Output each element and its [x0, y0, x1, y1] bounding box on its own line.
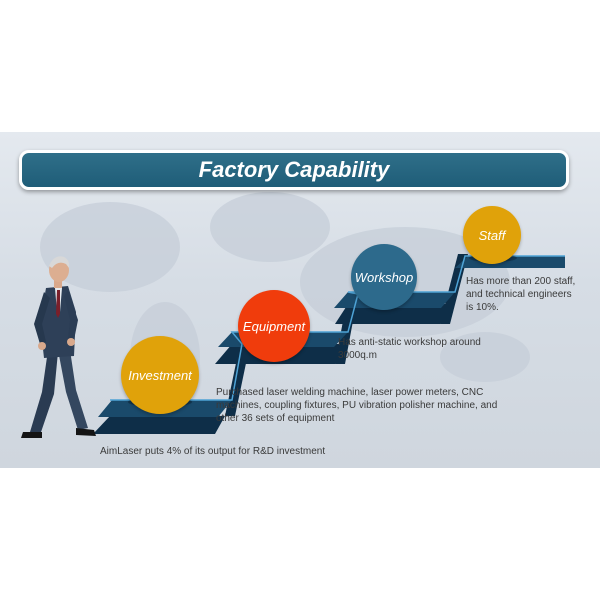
page-title: Factory Capability [198, 157, 390, 182]
stage-label: Investment [128, 367, 192, 383]
step-front-face [93, 416, 225, 434]
step-front-face [335, 304, 450, 324]
world-map-background [210, 192, 330, 262]
stage-circle-workshop: Workshop [351, 244, 417, 310]
slide-panel: Factory Capability Investment Equipment … [0, 132, 600, 468]
stage-description-workshop: Has anti-static workshop around 3000q.m [338, 337, 481, 361]
left-arm [34, 292, 50, 344]
step-edge-line [110, 255, 565, 401]
right-shoe [76, 428, 96, 436]
right-hand [67, 338, 75, 346]
stage-label: Staff [478, 227, 506, 243]
title-banner: Factory Capability [19, 150, 569, 190]
stage-label: Workshop [354, 269, 414, 285]
stage-label: Equipment [242, 318, 306, 334]
stage-circle-equipment: Equipment [238, 290, 310, 362]
businessman-illustration [21, 256, 96, 438]
hair [49, 256, 70, 268]
stage-circle-investment: Investment [121, 336, 199, 414]
right-leg [58, 350, 88, 430]
left-hand [38, 342, 46, 350]
stage-description-investment: AimLaser puts 4% of its output for R&D i… [100, 446, 326, 457]
stage-circle-staff: Staff [463, 206, 521, 264]
stage-description-staff: Has more than 200 staff, and technical e… [466, 276, 576, 313]
stage-description-equipment: Purchased laser welding machine, laser p… [216, 387, 498, 424]
left-leg [30, 350, 58, 435]
left-shoe [21, 432, 42, 438]
tie [56, 290, 60, 318]
neck [54, 278, 62, 288]
world-map-background [440, 332, 530, 382]
right-arm [64, 290, 78, 340]
